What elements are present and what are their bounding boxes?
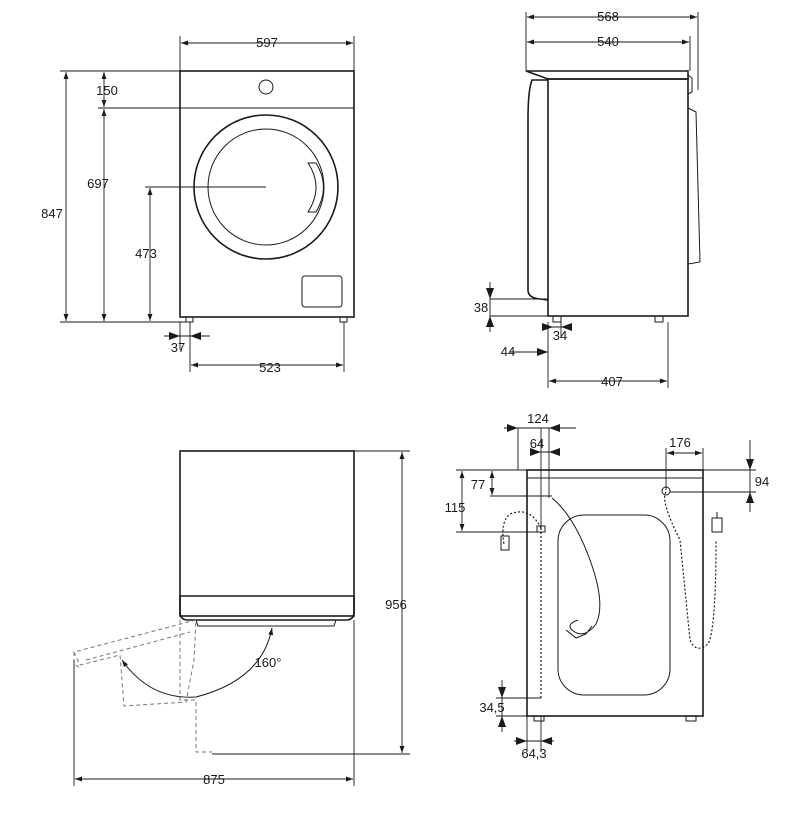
- label-inlet-offset: 176: [669, 435, 691, 450]
- label-porthole-height: 697: [87, 176, 109, 191]
- door-angle-arc: [121, 627, 274, 698]
- rear-view: 124 64 176 77 115 94 34,5 64,3: [445, 411, 770, 761]
- side-door: [527, 79, 549, 301]
- label-drain-height: 115: [445, 500, 466, 515]
- side-foot-front: [552, 315, 562, 323]
- inlet-hose-end: [711, 517, 723, 533]
- front-foot-right: [339, 316, 348, 323]
- label-front-width: 597: [256, 35, 278, 50]
- open-door-outline: [73, 619, 197, 707]
- label-height-door-open: 956: [385, 597, 407, 612]
- open-door-edge: [85, 631, 191, 661]
- label-depth-door-open: 875: [203, 772, 225, 787]
- program-knob-icon: [258, 79, 274, 95]
- label-drain-inner: 64: [530, 436, 544, 451]
- label-top-panel: 150: [96, 83, 118, 98]
- filter-flap: [301, 275, 343, 308]
- side-view: 568 540 38 34 44 407: [474, 9, 701, 389]
- label-drain-top: 77: [471, 477, 485, 492]
- label-drain-offset: 124: [527, 411, 549, 426]
- label-foot-span: 523: [259, 360, 281, 375]
- door-corner: [73, 652, 81, 669]
- door-open-view: 160° 956 875: [73, 450, 410, 787]
- side-foot-rear: [654, 315, 664, 323]
- power-cord: [551, 497, 601, 635]
- label-door-center: 473: [135, 246, 157, 261]
- label-side-foot-width: 34: [553, 328, 567, 343]
- label-foot-offset: 37: [171, 340, 185, 355]
- rear-foot-right: [685, 715, 697, 722]
- label-rear-foot-height: 34,5: [479, 700, 504, 715]
- rear-foot-left: [533, 715, 545, 722]
- door-handle-icon: [307, 162, 324, 213]
- label-foot-depth-span: 407: [601, 374, 623, 389]
- front-foot-left: [185, 316, 194, 323]
- rear-cabinet: [526, 469, 704, 717]
- power-plug-icon: [565, 625, 593, 639]
- top-cabinet: [179, 450, 355, 617]
- label-inlet-top: 94: [755, 474, 769, 489]
- label-body-depth: 540: [597, 34, 619, 49]
- side-rear-bump: [687, 74, 693, 95]
- front-view: 597 847 150 697 473 37 523: [41, 35, 355, 375]
- label-total-height: 847: [41, 206, 63, 221]
- top-door-closed: [195, 619, 337, 627]
- inlet-hose: [664, 491, 717, 649]
- label-side-foot-height: 38: [474, 300, 488, 315]
- top-front-lip: [179, 595, 355, 621]
- front-cabinet: [179, 70, 355, 318]
- side-cabinet: [547, 78, 689, 317]
- side-top-lid: [525, 70, 689, 80]
- label-rear-foot-offset: 64,3: [521, 746, 546, 761]
- drain-hose-end: [500, 535, 510, 551]
- label-door-offset: 44: [501, 344, 515, 359]
- label-total-depth: 568: [597, 9, 619, 24]
- rear-access-panel: [557, 514, 671, 696]
- label-door-angle: 160°: [255, 655, 282, 670]
- side-rear-hoses: [687, 107, 701, 265]
- drain-hose-top: [502, 511, 542, 545]
- door-hinge-path: [179, 620, 212, 753]
